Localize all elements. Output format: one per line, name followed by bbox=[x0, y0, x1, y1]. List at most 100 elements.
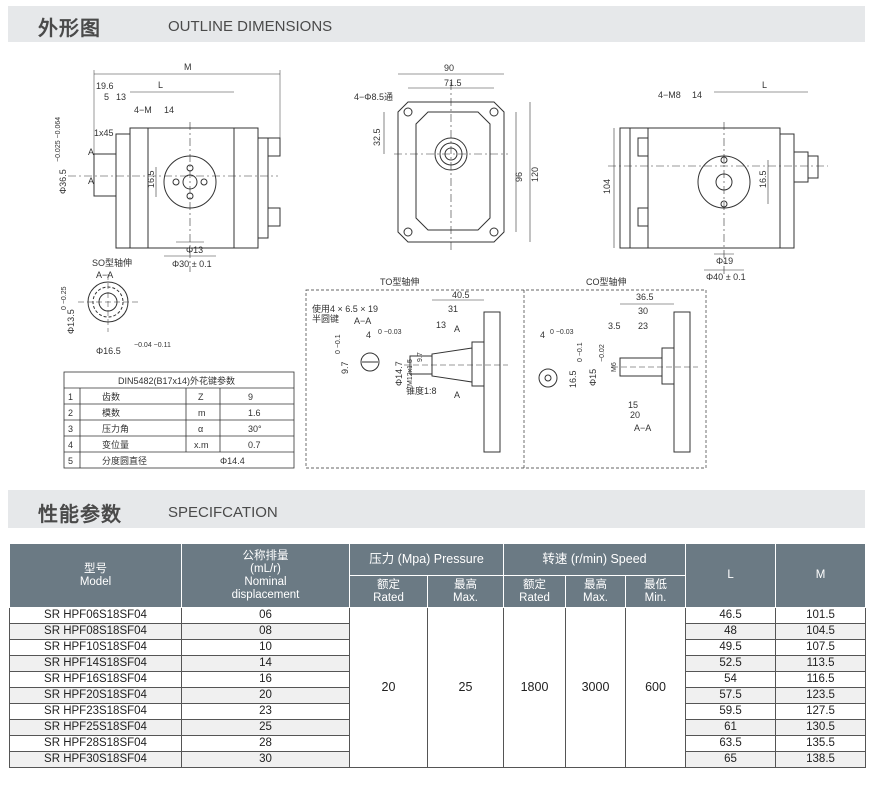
section-title-cn: 外形图 bbox=[38, 16, 101, 40]
to-9-7b: 9.7 bbox=[417, 352, 424, 362]
cell-L: 63.5 bbox=[685, 735, 777, 752]
cell-L: 59.5 bbox=[685, 703, 777, 720]
cell-M: 116.5 bbox=[775, 671, 867, 688]
cell-model: SR HPF20S18SF04 bbox=[9, 687, 182, 704]
co-23: 23 bbox=[638, 321, 648, 331]
spline-row-4-val: 0.7 bbox=[248, 440, 261, 450]
cell-L: 49.5 bbox=[685, 639, 777, 656]
dim-5: 5 bbox=[104, 92, 109, 102]
cell-M: 123.5 bbox=[775, 687, 867, 704]
cell-speed-rated: 1800 bbox=[503, 607, 567, 768]
dim-90: 90 bbox=[444, 63, 454, 73]
dim-phi30: Φ30 ± 0.1 bbox=[172, 259, 212, 269]
header-pressure: 压力 (Mpa) Pressure bbox=[348, 543, 505, 576]
cell-M: 130.5 bbox=[775, 719, 867, 736]
spline-row-4-n: 4 bbox=[68, 440, 73, 450]
dim-19-6: 19.6 bbox=[96, 81, 114, 91]
spline-row-2-n: 2 bbox=[68, 408, 73, 418]
to-A-top: A bbox=[454, 324, 460, 334]
spline-row-5-n: 5 bbox=[68, 456, 73, 466]
spline-row-2-val: 1.6 bbox=[248, 408, 261, 418]
dim-16-5: 16.5 bbox=[146, 170, 156, 188]
section-header-outline: 外形图 OUTLINE DIMENSIONS bbox=[8, 6, 865, 42]
dim-120: 120 bbox=[530, 167, 540, 182]
cell-displacement: 16 bbox=[181, 671, 350, 688]
to-key: 使用4 × 6.5 × 19 bbox=[312, 303, 378, 314]
dim-L-rear: L bbox=[762, 80, 767, 90]
cell-model: SR HPF28S18SF04 bbox=[9, 735, 182, 752]
cell-displacement: 25 bbox=[181, 719, 350, 736]
outline-drawing: M L 19.6 5 13 4−M 14 1x45 A A Φ36.5 −0.0… bbox=[8, 42, 865, 482]
spline-row-1-name: 齿数 bbox=[102, 391, 120, 402]
section-title-en: SPECIFCATION bbox=[168, 504, 278, 521]
label-A-bottom: A bbox=[88, 176, 94, 186]
side-view: M L 19.6 5 13 4−M 14 1x45 A A Φ36.5 −0.0… bbox=[55, 62, 281, 272]
so-tol1: 0 −0.25 bbox=[61, 286, 68, 310]
spline-row-3-name: 压力角 bbox=[102, 423, 129, 434]
front-view: 90 71.5 4−Φ8.5通 32.5 96 120 bbox=[354, 63, 540, 252]
cell-model: SR HPF08S18SF04 bbox=[9, 623, 182, 640]
dim-96: 96 bbox=[514, 172, 524, 182]
to-title: TO型轴伸 bbox=[380, 276, 419, 287]
cell-L: 52.5 bbox=[685, 655, 777, 672]
co-tol15: −0.02 bbox=[599, 344, 606, 362]
spline-row-3-val: 30° bbox=[248, 424, 262, 434]
to-A-bottom: A bbox=[454, 390, 460, 400]
dim-depth: 14 bbox=[164, 105, 174, 115]
dim-71-5: 71.5 bbox=[444, 78, 462, 88]
to-9-7: 9.7 bbox=[340, 361, 350, 374]
section-title-en: OUTLINE DIMENSIONS bbox=[168, 18, 333, 35]
to-shaft: TO型轴伸 使用4 × 6.5 × 19 半圆键 A−A 40.5 31 13 … bbox=[312, 276, 508, 453]
cell-displacement: 08 bbox=[181, 623, 350, 640]
cell-L: 54 bbox=[685, 671, 777, 688]
cell-speed-max: 3000 bbox=[565, 607, 627, 768]
dim-phi36-5-tol: −0.025 −0.064 bbox=[55, 117, 62, 162]
to-section: A−A bbox=[354, 316, 371, 326]
label-A-top: A bbox=[88, 147, 94, 157]
co-tol4: 0 −0.03 bbox=[550, 329, 574, 336]
header-speed: 转速 (r/min) Speed bbox=[503, 543, 687, 576]
co-phi15: Φ15 bbox=[588, 369, 598, 386]
dim-13: 13 bbox=[116, 92, 126, 102]
dim-holes: 4−M bbox=[134, 105, 152, 115]
cell-model: SR HPF14S18SF04 bbox=[9, 655, 182, 672]
spline-table: DIN5482(B17x14)外花键参数 1 齿数 Z 9 2 模数 m 1.6… bbox=[63, 371, 295, 469]
spline-row-3-sym: α bbox=[198, 424, 203, 434]
spline-row-3-n: 3 bbox=[68, 424, 73, 434]
spline-row-1-val: 9 bbox=[248, 392, 253, 402]
to-40-5: 40.5 bbox=[452, 290, 470, 300]
spline-row-4-name: 变位量 bbox=[102, 439, 129, 450]
cell-speed-min: 600 bbox=[625, 607, 687, 768]
to-31: 31 bbox=[448, 304, 458, 314]
co-15: 15 bbox=[628, 400, 638, 410]
cell-model: SR HPF06S18SF04 bbox=[9, 607, 182, 624]
so-phi13-5: Φ13.5 bbox=[66, 309, 76, 334]
header-L: L bbox=[685, 543, 777, 608]
cell-M: 107.5 bbox=[775, 639, 867, 656]
dim-holes-front: 4−Φ8.5通 bbox=[354, 92, 393, 102]
cell-model: SR HPF30S18SF04 bbox=[9, 751, 182, 768]
cell-M: 113.5 bbox=[775, 655, 867, 672]
dim-104: 104 bbox=[602, 179, 612, 194]
to-taper: 锥度1:8 bbox=[406, 385, 437, 396]
cell-model: SR HPF10S18SF04 bbox=[9, 639, 182, 656]
spline-row-5-val: Φ14.4 bbox=[220, 456, 245, 466]
dim-16-5-rear: 16.5 bbox=[758, 170, 768, 188]
co-20: 20 bbox=[630, 410, 640, 420]
spline-row-4-sym: x.m bbox=[194, 440, 209, 450]
cell-M: 127.5 bbox=[775, 703, 867, 720]
cell-M: 101.5 bbox=[775, 607, 867, 624]
spline-row-5-name: 分度圆直径 bbox=[102, 455, 147, 466]
co-4: 4 bbox=[540, 330, 545, 340]
so-tol2: −0.04 −0.11 bbox=[134, 342, 171, 349]
to-m12: M12x1.5 bbox=[407, 359, 414, 386]
cell-displacement: 06 bbox=[181, 607, 350, 624]
